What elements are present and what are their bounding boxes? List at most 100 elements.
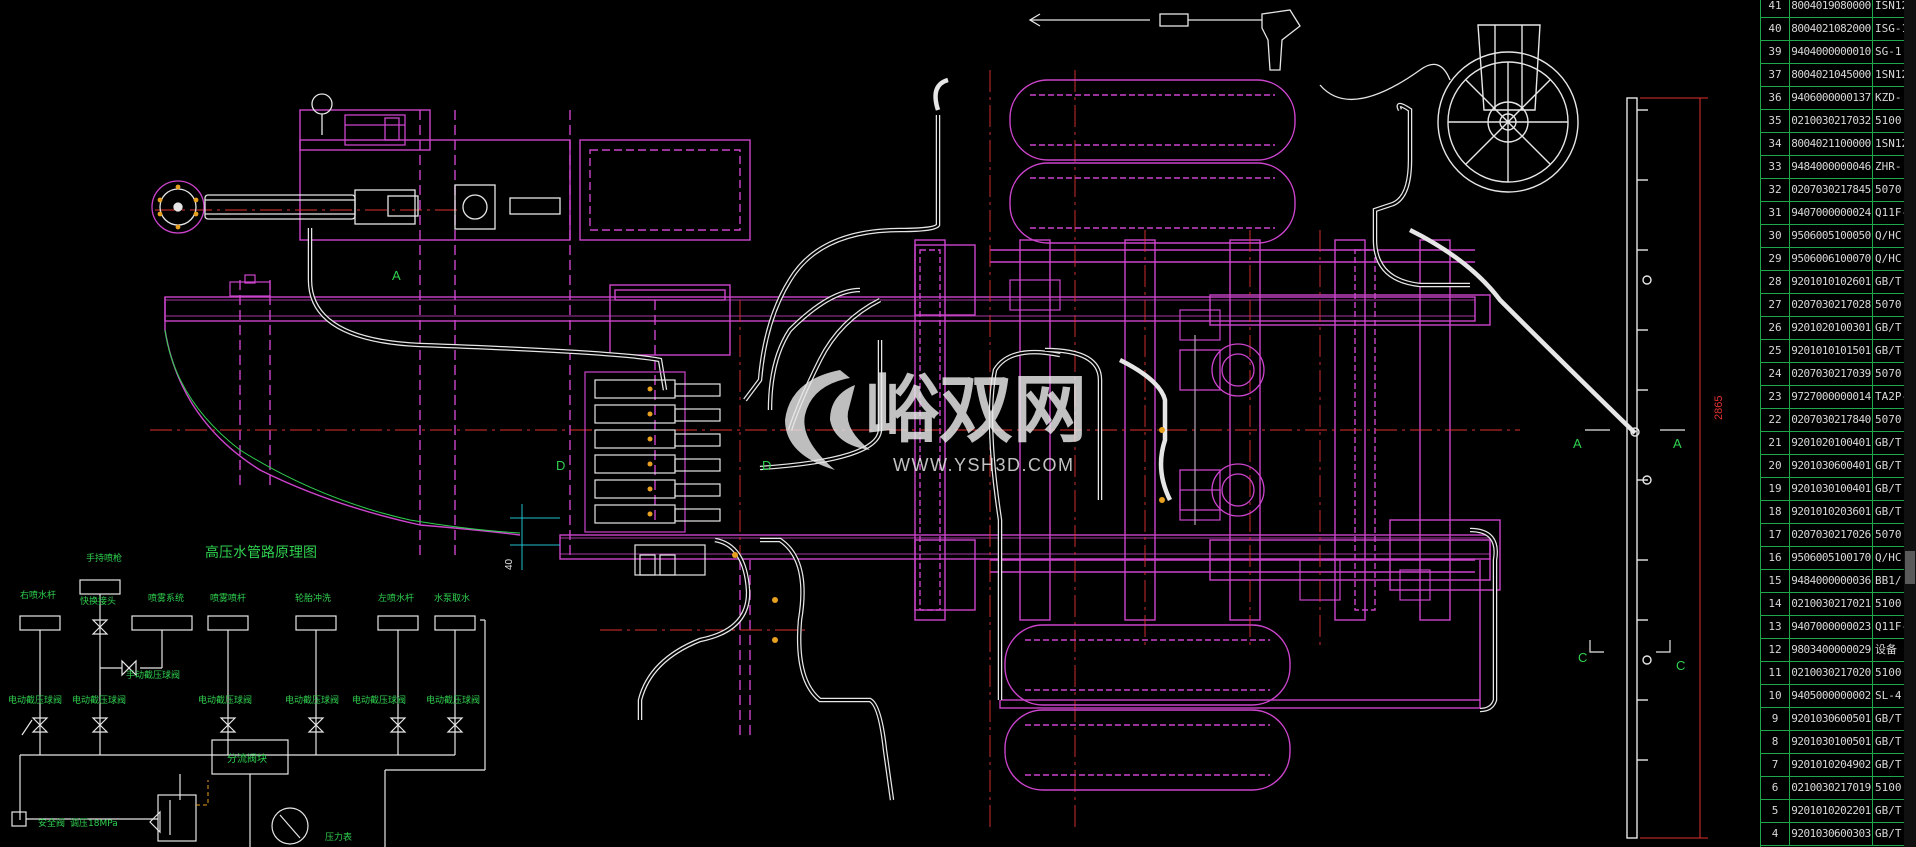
bom-standard: GB/T (1875, 436, 1902, 449)
bom-item-number: 15 (1761, 570, 1790, 592)
bom-item-number: 28 (1761, 271, 1790, 293)
schematic-label-handgun: 手持喷枪 (86, 552, 122, 564)
bom-item-number: 19 (1761, 478, 1790, 500)
bom-standard: 5070 (1875, 298, 1902, 311)
bom-item-number: 17 (1761, 524, 1790, 546)
schematic-label-safety-valve: 安全阀 (38, 817, 65, 829)
schematic-label-valve-5: 电动截压球阀 (352, 694, 406, 706)
schematic-label-quick-coupler: 快换接头 (80, 595, 116, 607)
bom-part-code: 0210030217021 (1790, 593, 1873, 615)
bom-row[interactable]: 3480040211000001SN12- (1761, 133, 1907, 156)
schematic-label-valve-1: 电动截压球阀 (8, 694, 62, 706)
section-label-d-right: D (762, 458, 771, 473)
schematic-label-distributor: 分流阀块 (227, 752, 267, 765)
bom-part-code: 0210030217019 (1790, 777, 1873, 799)
hose-reel (1437, 24, 1579, 193)
schematic-label-regulator: 调压18MPa (70, 818, 118, 829)
vertical-scrollbar[interactable] (1904, 0, 1916, 847)
bom-part-code: 9406000000137 (1790, 87, 1873, 109)
bom-part-code: 9407000000023 (1790, 616, 1873, 638)
bom-item-number: 20 (1761, 455, 1790, 477)
bom-item-number: 9 (1761, 708, 1790, 730)
bom-item-number: 24 (1761, 363, 1790, 385)
bom-item-number: 37 (1761, 64, 1790, 86)
bom-part-code: 9201010202201 (1790, 800, 1873, 822)
section-marks (1585, 429, 1685, 653)
bom-item-number: 4 (1761, 823, 1790, 845)
bom-part-code: 9506005100170 (1790, 547, 1873, 569)
bom-part-code: 9404000000010 (1790, 41, 1873, 63)
bom-part-code: 9201010102601 (1790, 271, 1873, 293)
bom-item-number: 25 (1761, 340, 1790, 362)
bom-standard: GB/T (1875, 321, 1902, 334)
schematic-lines (11, 579, 486, 847)
bom-part-code: 0210030217020 (1790, 662, 1873, 684)
scrollbar-thumb[interactable] (1905, 550, 1915, 585)
bom-part-code: 9201020100301 (1790, 317, 1873, 339)
bom-standard: GB/T (1875, 758, 1902, 771)
bom-part-code: 8004021100000 (1790, 133, 1873, 155)
bom-part-code: 9506005100050 (1790, 225, 1873, 247)
bom-standard: GB/T (1875, 735, 1902, 748)
rear-tires-bottom (1004, 624, 1291, 791)
watermark-url: WWW.YSH3D.COM (893, 455, 1075, 475)
section-label-d-left: D (556, 458, 565, 473)
bom-standard: 5100 (1875, 114, 1902, 127)
bom-item-number: 31 (1761, 202, 1790, 224)
bom-standard: GB/T (1875, 712, 1902, 725)
section-label-c-right: C (1676, 658, 1685, 673)
bom-standard: 5070 (1875, 528, 1902, 541)
section-label-a-right: A (1673, 436, 1682, 451)
bom-standard: 5070 (1875, 183, 1902, 196)
schematic-label-tire-wash: 轮胎冲洗 (295, 592, 331, 604)
bom-part-code: 9484000000036 (1790, 570, 1873, 592)
bom-standard: ISN12 (1875, 0, 1907, 12)
bom-standard: SG-1 (1875, 45, 1902, 58)
bom-item-number: 22 (1761, 409, 1790, 431)
bom-part-code: 9201030600401 (1790, 455, 1873, 477)
bom-item-number: 36 (1761, 87, 1790, 109)
bom-part-code: 9201030600501 (1790, 708, 1873, 730)
bom-item-number: 21 (1761, 432, 1790, 454)
schematic-title: 高压水管路原理图 (205, 544, 317, 561)
valve-block-accents (647, 386, 1165, 643)
